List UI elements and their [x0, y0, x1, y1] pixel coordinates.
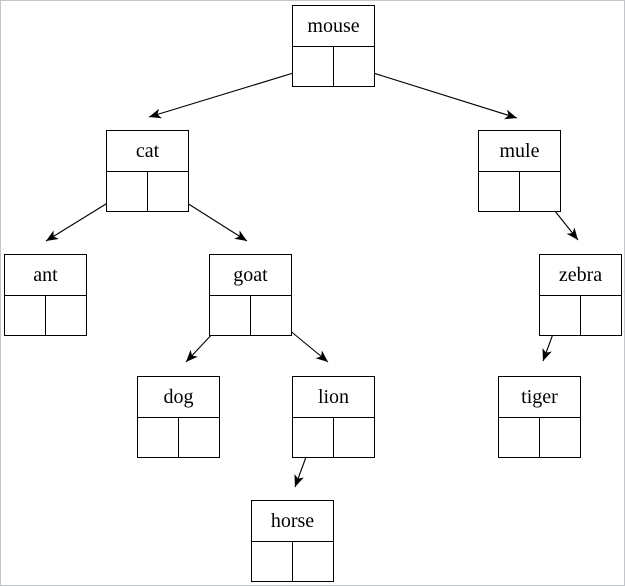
right-pointer-cell	[147, 171, 188, 211]
left-pointer-cell	[499, 418, 539, 458]
tree-node-mule: mule	[478, 130, 561, 212]
right-pointer-cell	[178, 417, 219, 457]
right-pointer-cell	[539, 417, 580, 457]
node-pointer-cells	[252, 541, 333, 582]
left-pointer-cell	[107, 172, 147, 212]
right-pointer-cell	[333, 417, 374, 457]
node-label: cat	[107, 131, 188, 172]
tree-node-horse: horse	[251, 500, 334, 582]
node-label: goat	[210, 255, 291, 296]
node-label: dog	[138, 377, 219, 418]
left-pointer-cell	[479, 172, 519, 212]
tree-node-ant: ant	[4, 254, 87, 336]
node-pointer-cells	[479, 171, 560, 212]
left-pointer-cell	[138, 418, 178, 458]
node-pointer-cells	[540, 295, 621, 336]
left-pointer-cell	[293, 47, 333, 87]
right-pointer-cell	[519, 171, 560, 211]
left-pointer-cell	[210, 296, 250, 336]
node-pointer-cells	[293, 417, 374, 458]
tree-node-cat: cat	[106, 130, 189, 212]
tree-node-dog: dog	[137, 376, 220, 458]
left-pointer-cell	[540, 296, 580, 336]
right-pointer-cell	[333, 46, 374, 86]
pointer-arrow-mouse-left-to-cat	[148, 66, 314, 119]
node-label: horse	[252, 501, 333, 542]
node-pointer-cells	[138, 417, 219, 458]
tree-node-zebra: zebra	[539, 254, 622, 336]
left-pointer-cell	[5, 296, 45, 336]
node-pointer-cells	[107, 171, 188, 212]
node-pointer-cells	[499, 417, 580, 458]
right-pointer-cell	[292, 541, 333, 581]
tree-node-goat: goat	[209, 254, 292, 336]
node-label: lion	[293, 377, 374, 418]
left-pointer-cell	[293, 418, 333, 458]
tree-node-tiger: tiger	[498, 376, 581, 458]
node-pointer-cells	[5, 295, 86, 336]
left-pointer-cell	[252, 542, 292, 582]
right-pointer-cell	[580, 295, 621, 335]
node-label: ant	[5, 255, 86, 296]
right-pointer-cell	[250, 295, 291, 335]
tree-node-lion: lion	[292, 376, 375, 458]
tree-node-mouse: mouse	[292, 5, 375, 87]
node-label: mule	[479, 131, 560, 172]
node-label: tiger	[499, 377, 580, 418]
node-label: zebra	[540, 255, 621, 296]
right-pointer-cell	[45, 295, 86, 335]
pointer-arrow-mouse-right-to-mule	[353, 66, 518, 120]
node-label: mouse	[293, 6, 374, 47]
node-pointer-cells	[293, 46, 374, 87]
node-pointer-cells	[210, 295, 291, 336]
